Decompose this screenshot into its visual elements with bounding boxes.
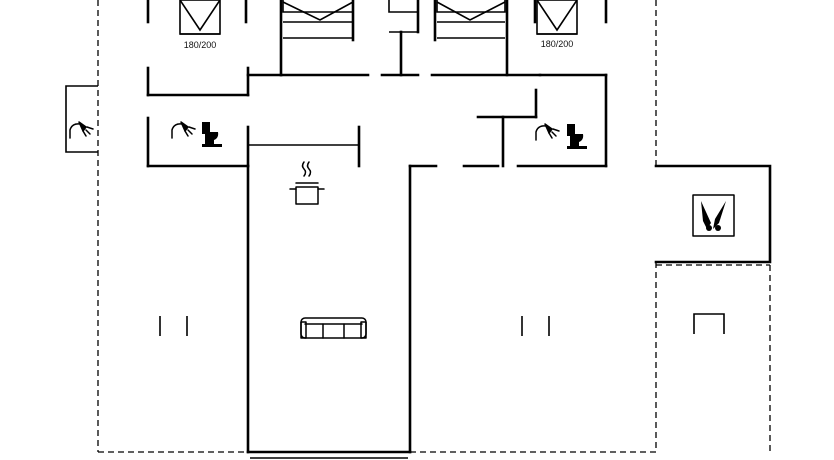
shower-icon (535, 123, 560, 141)
bed-size-label: 180/200 (184, 40, 217, 50)
outer-boundary (97, 0, 771, 453)
bed-icon (282, 0, 354, 39)
shower-icon (69, 121, 94, 139)
bathroom-right (462, 88, 608, 168)
cooking-pot-icon (289, 161, 325, 205)
counter-mark (693, 313, 725, 334)
bed-size-label: 180/200 (541, 39, 574, 49)
living-area (246, 125, 438, 454)
toilet-icon (567, 124, 587, 149)
sofa-icon (300, 317, 367, 339)
bed-icon (179, 0, 221, 35)
outdoor-shower (65, 85, 98, 153)
shower-icon (171, 121, 196, 139)
bed-icon (433, 0, 506, 42)
bathroom-left (146, 116, 250, 168)
bedroom-right: 180/200 (533, 0, 608, 168)
sauna-room (654, 164, 772, 264)
bed-icon (536, 0, 578, 35)
window-mark-icon (159, 316, 550, 336)
sauna-icon (692, 194, 735, 237)
toilet-icon (202, 122, 222, 147)
bedroom-left: 180/200 (146, 0, 250, 97)
bedroom-center (246, 0, 542, 77)
